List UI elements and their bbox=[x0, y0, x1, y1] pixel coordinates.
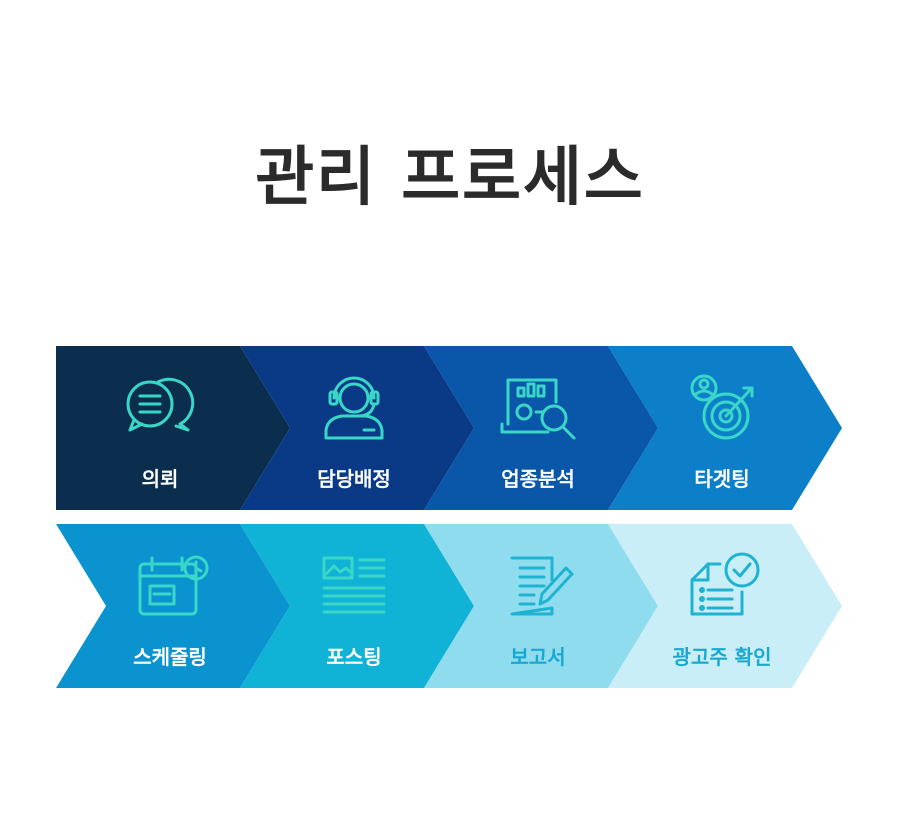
step-chevron bbox=[424, 346, 658, 510]
process-row-2: 스케줄링 포스팅 보고서 광고주 확인 bbox=[56, 524, 842, 688]
page-title: 관리 프로세스 bbox=[255, 141, 645, 215]
process-step-4: 타겟팅 bbox=[608, 346, 842, 510]
target-arrow-icon bbox=[690, 374, 754, 440]
calendar-clock-icon bbox=[138, 555, 209, 616]
step-chevron bbox=[56, 346, 290, 510]
step-chevron bbox=[608, 346, 842, 510]
step-chevron bbox=[56, 524, 290, 688]
document-pen-icon bbox=[510, 556, 574, 616]
step-label: 의뢰 bbox=[142, 467, 179, 491]
speech-bubbles-icon bbox=[126, 377, 195, 432]
process-step-1: 의뢰 bbox=[56, 346, 290, 510]
process-row-1: 의뢰 담당배정 업종분석 타겟팅 bbox=[56, 346, 842, 510]
report-magnifier-icon bbox=[500, 378, 576, 440]
process-step-8: 광고주 확인 bbox=[608, 524, 842, 688]
step-label: 포스팅 bbox=[326, 645, 381, 669]
step-label: 업종분석 bbox=[501, 467, 575, 491]
process-step-5: 스케줄링 bbox=[56, 524, 290, 688]
process-step-7: 보고서 bbox=[424, 524, 658, 688]
process-step-3: 업종분석 bbox=[424, 346, 658, 510]
process-step-2: 담당배정 bbox=[240, 346, 474, 510]
post-layout-icon bbox=[322, 556, 386, 614]
step-label: 담당배정 bbox=[317, 467, 391, 491]
step-chevron bbox=[240, 524, 474, 688]
step-chevron bbox=[608, 524, 842, 688]
document-check-icon bbox=[690, 552, 760, 616]
step-label: 광고주 확인 bbox=[673, 645, 772, 669]
step-chevron bbox=[240, 346, 474, 510]
step-chevron bbox=[424, 524, 658, 688]
headset-agent-icon bbox=[324, 376, 384, 440]
step-label: 보고서 bbox=[510, 645, 565, 669]
step-label: 스케줄링 bbox=[133, 645, 207, 669]
step-label: 타겟팅 bbox=[694, 467, 749, 491]
process-step-6: 포스팅 bbox=[240, 524, 474, 688]
